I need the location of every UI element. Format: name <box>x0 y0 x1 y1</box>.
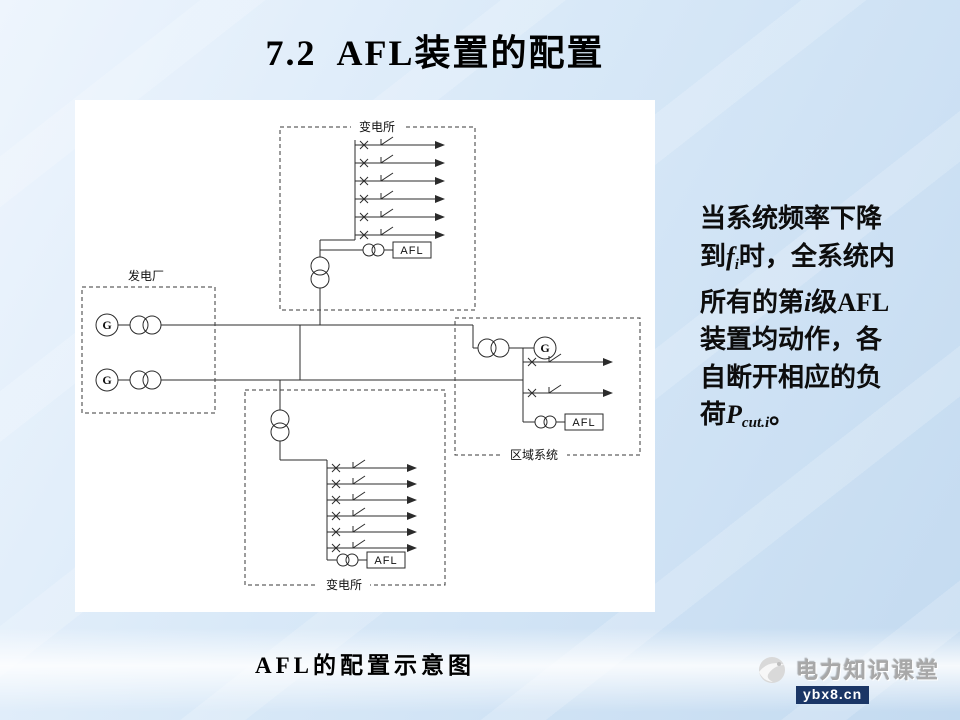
current-transformer-icon <box>336 553 359 567</box>
regional-system: G AFL 区域系统 <box>454 317 641 462</box>
slide-title: 7.2 AFL装置的配置 <box>265 33 605 73</box>
afl-device-box <box>366 551 406 569</box>
math-symbol: f <box>726 241 735 271</box>
diagram-caption: AFL的配置示意图 <box>255 653 475 678</box>
top-substation-label: 变电所 <box>359 119 395 134</box>
text-run: 级AFL <box>811 287 890 317</box>
power-plant: 发电厂 G G <box>81 268 216 414</box>
afl-device-box <box>392 241 432 259</box>
feeder-line <box>326 459 418 473</box>
text-run: 荷 <box>700 400 727 430</box>
description-line: 自断开相应的负 <box>700 359 925 397</box>
description-line: 荷Pcut.i。 <box>700 396 925 442</box>
swirl-logo-icon <box>758 657 785 683</box>
generator-label: G <box>540 341 549 355</box>
afl-device-label: AFL <box>374 555 397 567</box>
description-line: 到fi时，全系统内 <box>700 238 925 284</box>
text-run: 时，全系统内 <box>738 241 895 271</box>
transformer-icon <box>310 256 330 289</box>
feeder-line <box>326 539 418 553</box>
transformer-icon <box>477 338 510 358</box>
transformer-icon <box>129 315 162 335</box>
current-transformer-icon <box>534 415 557 429</box>
circuit-diagram: AFL 变电所 发电厂 G G <box>81 119 641 592</box>
feeder-line <box>354 226 446 240</box>
text-run: 自断开相应的负 <box>700 362 883 392</box>
generator-label: G <box>102 373 111 387</box>
math-subscript: i <box>734 256 739 273</box>
description-line: 装置均动作，各 <box>700 321 925 359</box>
afl-device-label: AFL <box>400 245 423 257</box>
text-run: 所有的第 <box>700 287 805 317</box>
bottom-substation: AFL 变电所 <box>244 389 446 592</box>
transformer-icon <box>270 409 290 442</box>
text-run: 。 <box>769 400 796 430</box>
regional-system-label: 区域系统 <box>510 448 558 462</box>
brand-name: 电力知识课堂 <box>795 658 940 683</box>
generator-label: G <box>102 318 111 332</box>
math-subscript: cut.i <box>741 415 770 432</box>
feeder-line <box>326 491 418 505</box>
feeder-line <box>354 154 446 168</box>
feeder-line <box>326 507 418 521</box>
feeder-line <box>522 384 614 398</box>
math-symbol: i <box>804 287 812 317</box>
bottom-substation-label: 变电所 <box>326 577 362 592</box>
text-run: 当系统频率下降 <box>700 204 883 233</box>
main-bus-lines <box>161 288 523 410</box>
feeder-line <box>354 208 446 222</box>
description-text: 当系统频率下降 到fi时，全系统内 所有的第i级AFL 装置均动作，各 自断开相… <box>700 200 925 443</box>
feeder-line <box>326 475 418 489</box>
top-substation: AFL 变电所 <box>279 119 476 311</box>
feeder-line <box>354 172 446 186</box>
current-transformer-icon <box>362 243 385 257</box>
math-symbol: P <box>726 400 742 430</box>
afl-device-label: AFL <box>572 417 595 429</box>
text-run: 到 <box>700 241 727 271</box>
feeder-line <box>354 190 446 204</box>
site-badge: ybx8.cn <box>795 686 870 704</box>
text-run: 装置均动作，各 <box>700 325 883 355</box>
generator-icon <box>533 336 557 360</box>
diagram-panel: AFL 变电所 发电厂 G G <box>75 100 655 612</box>
feeder-line <box>522 353 614 367</box>
watermark: 电力知识课堂 ybx8.cn <box>755 653 940 704</box>
feeder-line <box>326 523 418 537</box>
transformer-icon <box>129 370 162 390</box>
afl-device-box <box>564 413 604 431</box>
power-plant-label: 发电厂 <box>128 268 164 283</box>
description-line: 当系统频率下降 <box>700 200 925 238</box>
feeder-line <box>354 136 446 150</box>
description-line: 所有的第i级AFL <box>700 284 925 322</box>
